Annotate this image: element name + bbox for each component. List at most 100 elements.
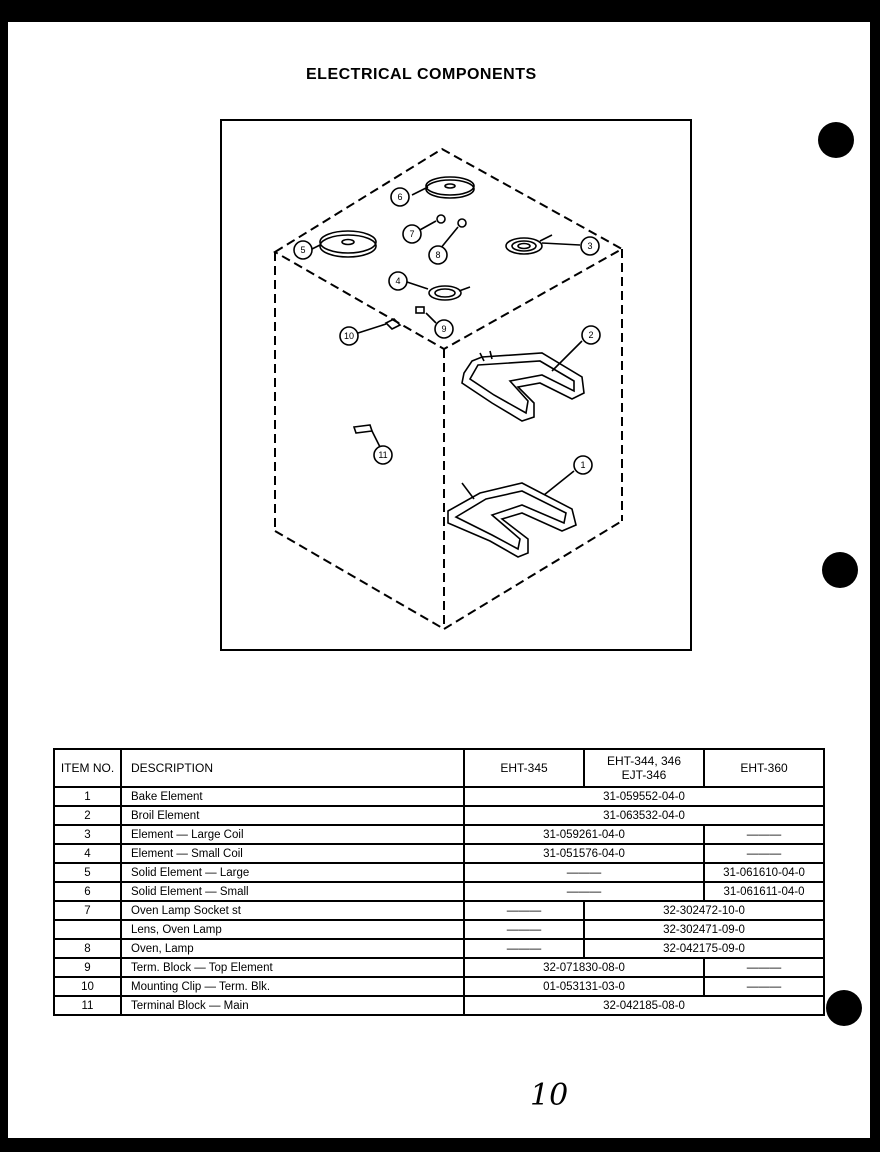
callout-label-4: 4 xyxy=(395,276,400,286)
row-part-b: 32-302472-10-0 xyxy=(583,900,825,921)
row-part-a: 32-071830-08-0 xyxy=(463,957,705,978)
callout-8 xyxy=(428,245,448,265)
binder-hole-middle xyxy=(822,552,858,588)
table-row: 8 Oven, Lamp ——— 32-042175-09-0 xyxy=(53,938,825,959)
table-row: 10 Mounting Clip — Term. Blk. 01-053131-… xyxy=(53,976,825,997)
row-part-a: ——— xyxy=(463,881,705,902)
row-part-a: ——— xyxy=(463,938,585,959)
callout-9 xyxy=(434,319,454,339)
oven-lamp-part xyxy=(457,218,467,228)
page-number: 10 xyxy=(530,1078,569,1113)
callout-label-2: 2 xyxy=(588,330,593,340)
callout-label-7: 7 xyxy=(409,229,414,239)
callout-label-8: 8 xyxy=(435,250,440,260)
row-item: 2 xyxy=(53,805,122,826)
header-eht-360: EHT-360 xyxy=(703,748,825,788)
row-item: 9 xyxy=(53,957,122,978)
row-part-b: ——— xyxy=(703,976,825,997)
row-part-b: ——— xyxy=(703,843,825,864)
row-description: Bake Element xyxy=(120,786,465,807)
table-row: 7 Oven Lamp Socket st ——— 32-302472-10-0 xyxy=(53,900,825,921)
binder-hole-top xyxy=(818,122,854,158)
row-part-b: 32-302471-09-0 xyxy=(583,919,825,940)
page-title: ELECTRICAL COMPONENTS xyxy=(306,66,537,83)
solid-element-small-part xyxy=(425,179,475,199)
row-part-all: 31-059552-04-0 xyxy=(463,786,825,807)
row-part-b: ——— xyxy=(703,957,825,978)
row-item: 4 xyxy=(53,843,122,864)
table-row: 1 Bake Element 31-059552-04-0 xyxy=(53,786,825,807)
large-coil-part xyxy=(505,237,543,255)
callout-7 xyxy=(402,224,422,244)
table-row: 2 Broil Element 31-063532-04-0 xyxy=(53,805,825,826)
cabinet-bottom-right xyxy=(443,520,623,630)
row-part-a: 31-059261-04-0 xyxy=(463,824,705,845)
row-description: Element — Small Coil xyxy=(120,843,465,864)
row-item: 8 xyxy=(53,938,122,959)
table-row: 4 Element — Small Coil 31-051576-04-0 ——… xyxy=(53,843,825,864)
diagram-svg: 6 5 3 7 8 4 10 9 2 11 1 xyxy=(273,147,625,630)
table-row: 9 Term. Block — Top Element 32-071830-08… xyxy=(53,957,825,978)
callout-3 xyxy=(580,236,600,256)
row-part-b: 32-042175-09-0 xyxy=(583,938,825,959)
mounting-clip-part xyxy=(384,318,402,330)
row-description: Solid Element — Small xyxy=(120,881,465,902)
row-description: Mounting Clip — Term. Blk. xyxy=(120,976,465,997)
cabinet-bottom-left xyxy=(274,530,445,630)
terminal-block-main-part xyxy=(352,424,374,434)
row-description: Oven Lamp Socket st xyxy=(120,900,465,921)
row-description: Terminal Block — Main xyxy=(120,995,465,1016)
row-part-a: ——— xyxy=(463,900,585,921)
row-description: Element — Large Coil xyxy=(120,824,465,845)
cabinet-top-outline xyxy=(273,147,625,351)
callout-label-10: 10 xyxy=(344,331,354,341)
parts-table: ITEM NO. DESCRIPTION EHT-345 EHT-344, 34… xyxy=(53,748,825,1016)
row-part-b: 31-061610-04-0 xyxy=(703,862,825,883)
solid-element-large-part xyxy=(319,234,377,258)
callout-2 xyxy=(581,325,601,345)
callout-11 xyxy=(373,445,393,465)
binder-hole-bottom xyxy=(826,990,862,1026)
term-block-part xyxy=(415,306,425,314)
row-item: 3 xyxy=(53,824,122,845)
row-description: Lens, Oven Lamp xyxy=(120,919,465,940)
row-part-a: 31-051576-04-0 xyxy=(463,843,705,864)
header-col2-line2: EJT-346 xyxy=(621,768,667,782)
table-row: 11 Terminal Block — Main 32-042185-08-0 xyxy=(53,995,825,1016)
callout-5-left xyxy=(293,240,313,260)
row-part-a: ——— xyxy=(463,862,705,883)
callout-label-3: 3 xyxy=(587,241,592,251)
row-part-b: 31-061611-04-0 xyxy=(703,881,825,902)
callout-6 xyxy=(390,187,410,207)
table-header-row: ITEM NO. DESCRIPTION EHT-345 EHT-344, 34… xyxy=(53,748,825,788)
row-part-b: ——— xyxy=(703,824,825,845)
small-coil-part xyxy=(428,285,462,301)
header-description: DESCRIPTION xyxy=(120,748,465,788)
header-item-no: ITEM NO. xyxy=(53,748,122,788)
callout-10 xyxy=(339,326,359,346)
row-item: 6 xyxy=(53,881,122,902)
table-row: 3 Element — Large Coil 31-059261-04-0 ——… xyxy=(53,824,825,845)
callout-label-9: 9 xyxy=(441,324,446,334)
callout-label-6: 6 xyxy=(397,192,402,202)
table-row: 5 Solid Element — Large ——— 31-061610-04… xyxy=(53,862,825,883)
row-part-a: ——— xyxy=(463,919,585,940)
row-item: 11 xyxy=(53,995,122,1016)
row-description: Broil Element xyxy=(120,805,465,826)
row-part-all: 31-063532-04-0 xyxy=(463,805,825,826)
table-row: 6 Solid Element — Small ——— 31-061611-04… xyxy=(53,881,825,902)
row-description: Oven, Lamp xyxy=(120,938,465,959)
row-item xyxy=(53,919,122,940)
table-row: Lens, Oven Lamp ——— 32-302471-09-0 xyxy=(53,919,825,940)
callout-label-11: 11 xyxy=(378,450,387,460)
row-description: Solid Element — Large xyxy=(120,862,465,883)
callout-label-1: 1 xyxy=(580,460,585,470)
row-part-a: 01-053131-03-0 xyxy=(463,976,705,997)
row-description: Term. Block — Top Element xyxy=(120,957,465,978)
row-item: 5 xyxy=(53,862,122,883)
callout-4 xyxy=(388,271,408,291)
callout-label-5-left: 5 xyxy=(300,245,305,255)
row-item: 1 xyxy=(53,786,122,807)
broil-element-part xyxy=(461,352,585,422)
